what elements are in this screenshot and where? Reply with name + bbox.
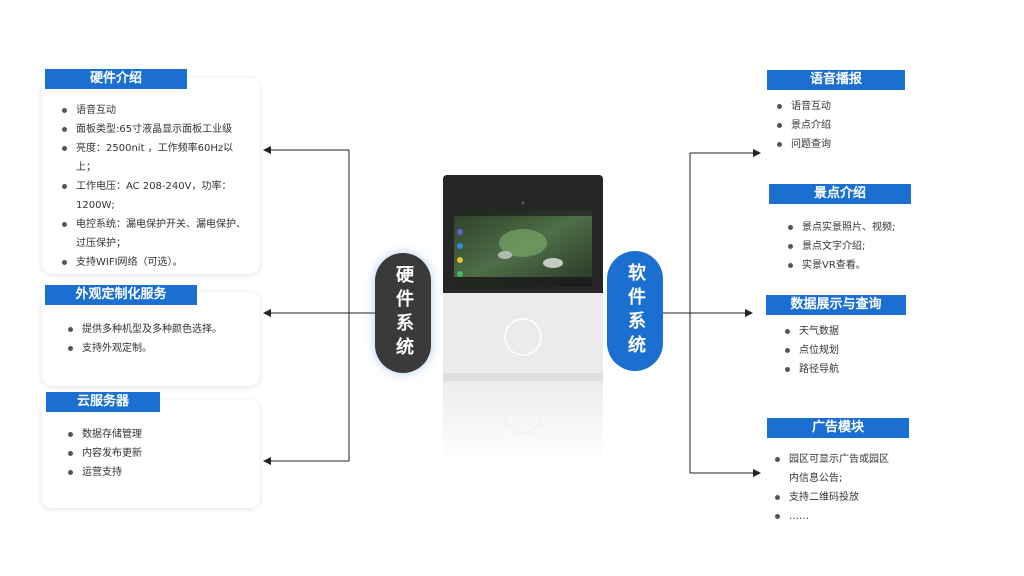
list-item: 提供多种机型及多种颜色选择。 <box>64 320 254 339</box>
kiosk-device-image <box>443 175 603 461</box>
data-query-list: 天气数据 点位规划 路径导航 <box>781 322 921 379</box>
list-item: 语音互动 <box>58 101 248 120</box>
hardware-system-label: 硬件系统 <box>393 265 414 361</box>
ad-module-title: 广告模块 <box>767 418 909 438</box>
list-item: 景点文字介绍; <box>784 237 934 256</box>
scenic-intro-list: 景点实景照片、视频; 景点文字介绍; 实景VR查看。 <box>784 218 934 275</box>
cloud-server-list: 数据存储管理 内容发布更新 运营支持 <box>64 425 254 482</box>
cloud-server-title: 云服务器 <box>46 392 160 412</box>
software-system-label: 软件系统 <box>625 263 646 359</box>
list-item: 支持WIFI网络（可选）。 <box>58 253 248 272</box>
list-item: 园区可显示广告或园区内信息公告; <box>771 450 895 488</box>
list-item: 实景VR查看。 <box>784 256 934 275</box>
list-item: 工作电压：AC 208-240V，功率：1200W; <box>58 177 248 215</box>
list-item: 景点介绍 <box>773 116 913 135</box>
hardware-intro-list: 语音互动 面板类型:65寸液晶显示面板工业级 亮度：2500nit ，工作频率6… <box>58 101 248 272</box>
hardware-system-pill: 硬件系统 <box>375 253 431 373</box>
list-item: 景点实景照片、视频; <box>784 218 934 237</box>
list-item: 路径导航 <box>781 360 921 379</box>
list-item: 数据存储管理 <box>64 425 254 444</box>
cloud-server-card <box>42 400 260 508</box>
scenic-intro-title: 景点介绍 <box>769 184 911 204</box>
list-item: 支持外观定制。 <box>64 339 254 358</box>
list-item: 语音互动 <box>773 97 913 116</box>
software-system-pill: 软件系统 <box>607 251 663 371</box>
ad-module-list: 园区可显示广告或园区内信息公告; 支持二维码投放 …… <box>771 450 895 526</box>
appearance-list: 提供多种机型及多种颜色选择。 支持外观定制。 <box>64 320 254 358</box>
list-item: 电控系统：漏电保护开关、漏电保护、过压保护； <box>58 215 248 253</box>
list-item: …… <box>771 507 895 526</box>
list-item: 点位规划 <box>781 341 921 360</box>
appearance-card <box>42 292 260 386</box>
list-item: 问题查询 <box>773 135 913 154</box>
list-item: 运营支持 <box>64 463 254 482</box>
list-item: 面板类型:65寸液晶显示面板工业级 <box>58 120 248 139</box>
list-item: 支持二维码投放 <box>771 488 895 507</box>
voice-broadcast-list: 语音互动 景点介绍 问题查询 <box>773 97 913 154</box>
voice-broadcast-title: 语音播报 <box>767 70 905 90</box>
hardware-intro-title: 硬件介绍 <box>45 69 187 89</box>
list-item: 亮度：2500nit ，工作频率60Hz以上； <box>58 139 248 177</box>
appearance-title: 外观定制化服务 <box>45 285 197 305</box>
list-item: 内容发布更新 <box>64 444 254 463</box>
hardware-intro-card <box>42 78 260 274</box>
list-item: 天气数据 <box>781 322 921 341</box>
data-query-title: 数据展示与查询 <box>766 295 906 315</box>
